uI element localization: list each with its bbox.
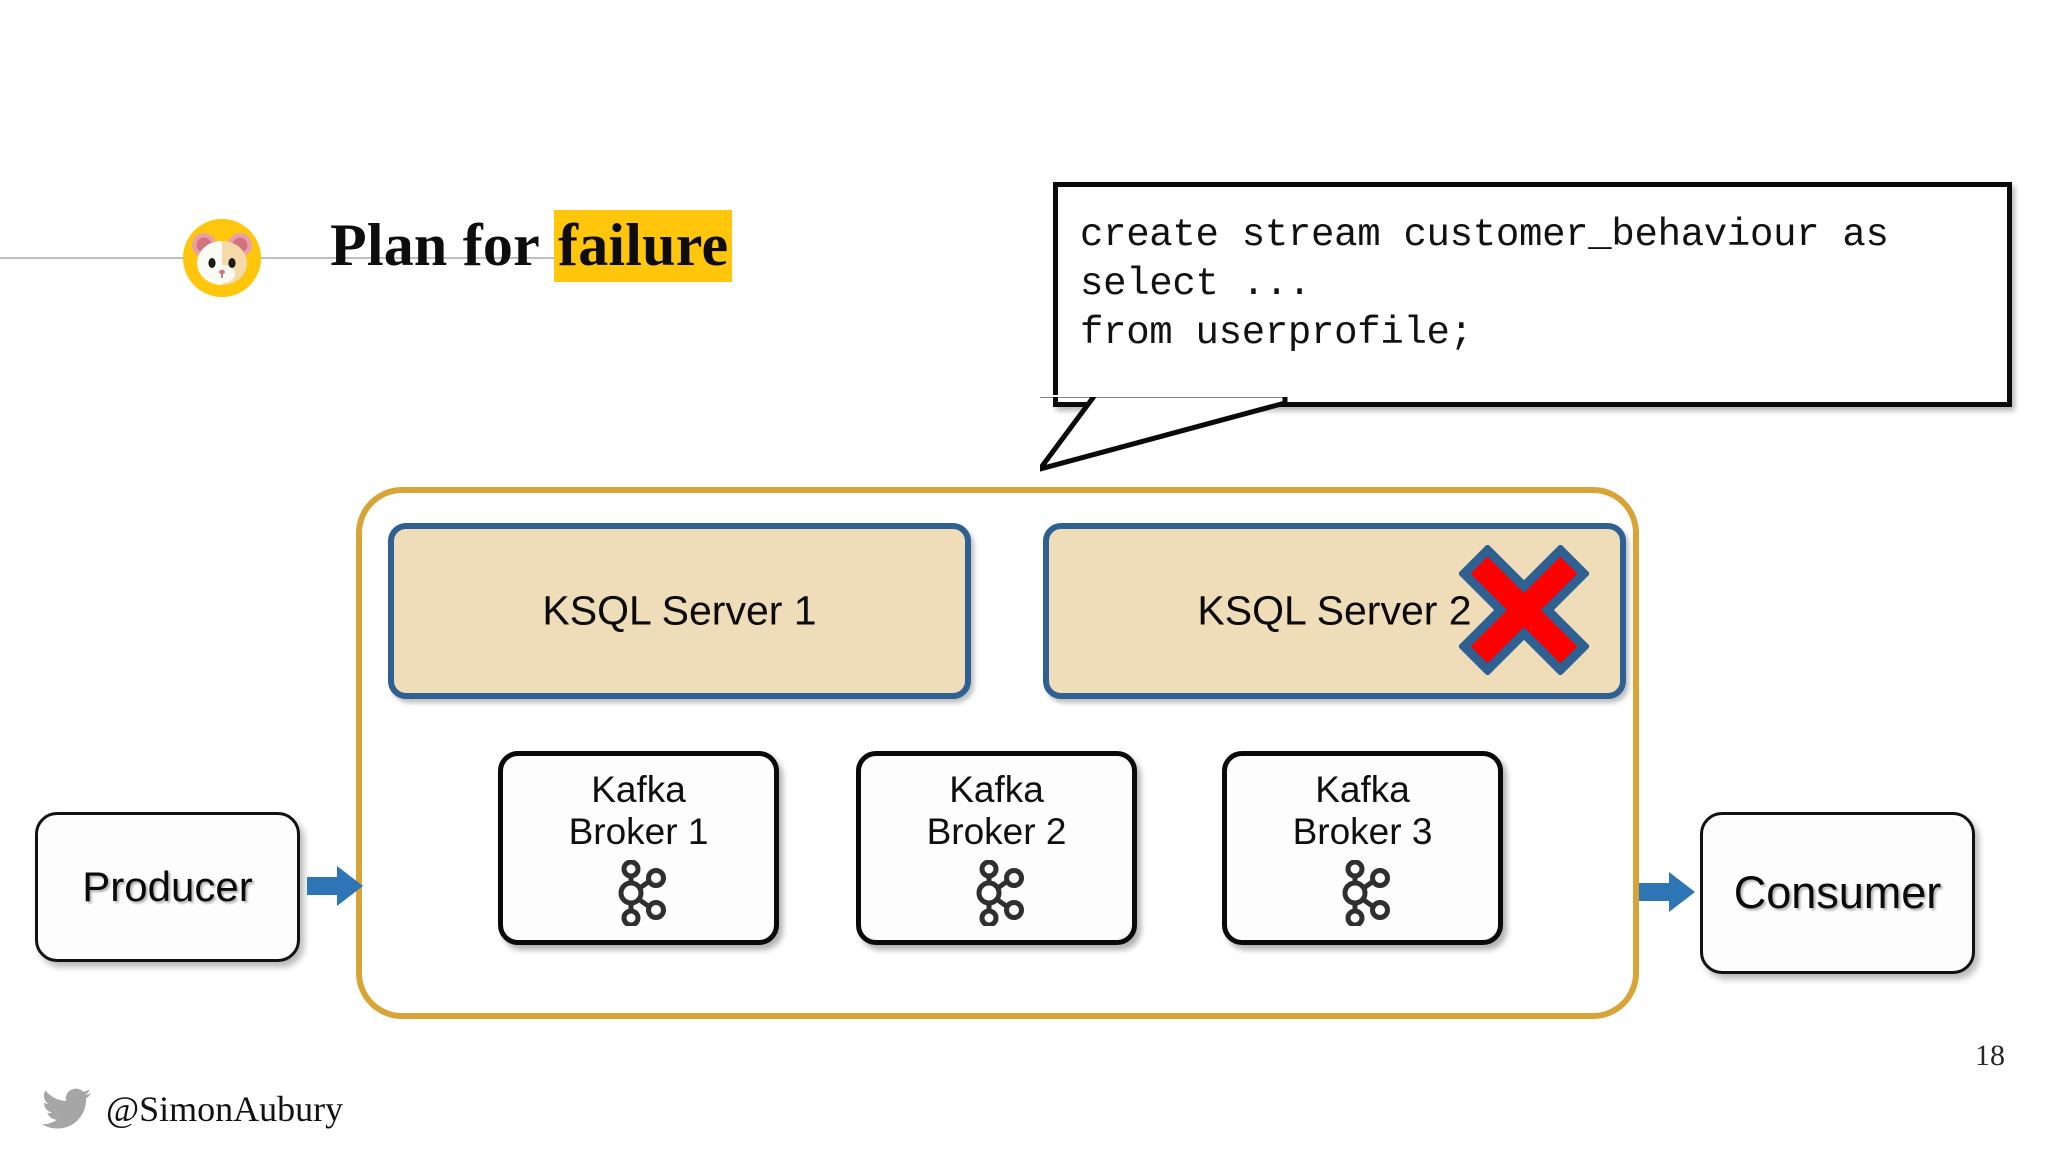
twitter-bird-icon <box>42 1088 92 1129</box>
kafka-broker-1-box[interactable]: Kafka Broker 1 <box>498 751 779 945</box>
producer-box[interactable]: Producer <box>35 812 300 962</box>
producer-flow-arrow-icon <box>307 866 363 906</box>
kafka-broker-3-label: Kafka Broker 3 <box>1292 769 1433 852</box>
ksql-server-1-label: KSQL Server 1 <box>542 587 817 634</box>
kafka-broker-2-box[interactable]: Kafka Broker 2 <box>856 751 1137 945</box>
kafka-logo-icon <box>618 860 666 926</box>
page-title-prefix: Plan for <box>330 212 555 278</box>
page-title: Plan for failure <box>330 208 733 282</box>
twitter-handle-label: @SimonAubury <box>106 1089 344 1129</box>
hamster-face-emoji-icon <box>183 219 261 297</box>
consumer-label: Consumer <box>1733 867 1942 918</box>
code-callout-text: create stream customer_behaviour as sele… <box>1080 213 1889 355</box>
kafka-cluster-container <box>356 487 1639 1019</box>
kafka-broker-1-label: Kafka Broker 1 <box>568 769 709 852</box>
kafka-logo-icon <box>1342 860 1390 926</box>
code-callout-box: create stream customer_behaviour as sele… <box>1053 182 2012 407</box>
twitter-credit: @SimonAubury <box>42 1088 343 1130</box>
consumer-box[interactable]: Consumer <box>1700 812 1975 974</box>
consumer-flow-arrow-icon <box>1639 872 1695 912</box>
kafka-broker-3-box[interactable]: Kafka Broker 3 <box>1222 751 1503 945</box>
kafka-broker-2-label: Kafka Broker 2 <box>926 769 1067 852</box>
kafka-logo-icon <box>976 860 1024 926</box>
header-divider <box>0 257 700 259</box>
red-x-icon <box>1459 545 1589 675</box>
ksql-server-2-label: KSQL Server 2 <box>1197 587 1472 634</box>
page-title-highlight: failure <box>554 210 733 282</box>
producer-label: Producer <box>82 863 253 910</box>
ksql-server-1-box[interactable]: KSQL Server 1 <box>388 523 971 699</box>
page-number: 18 <box>1975 1039 2005 1072</box>
